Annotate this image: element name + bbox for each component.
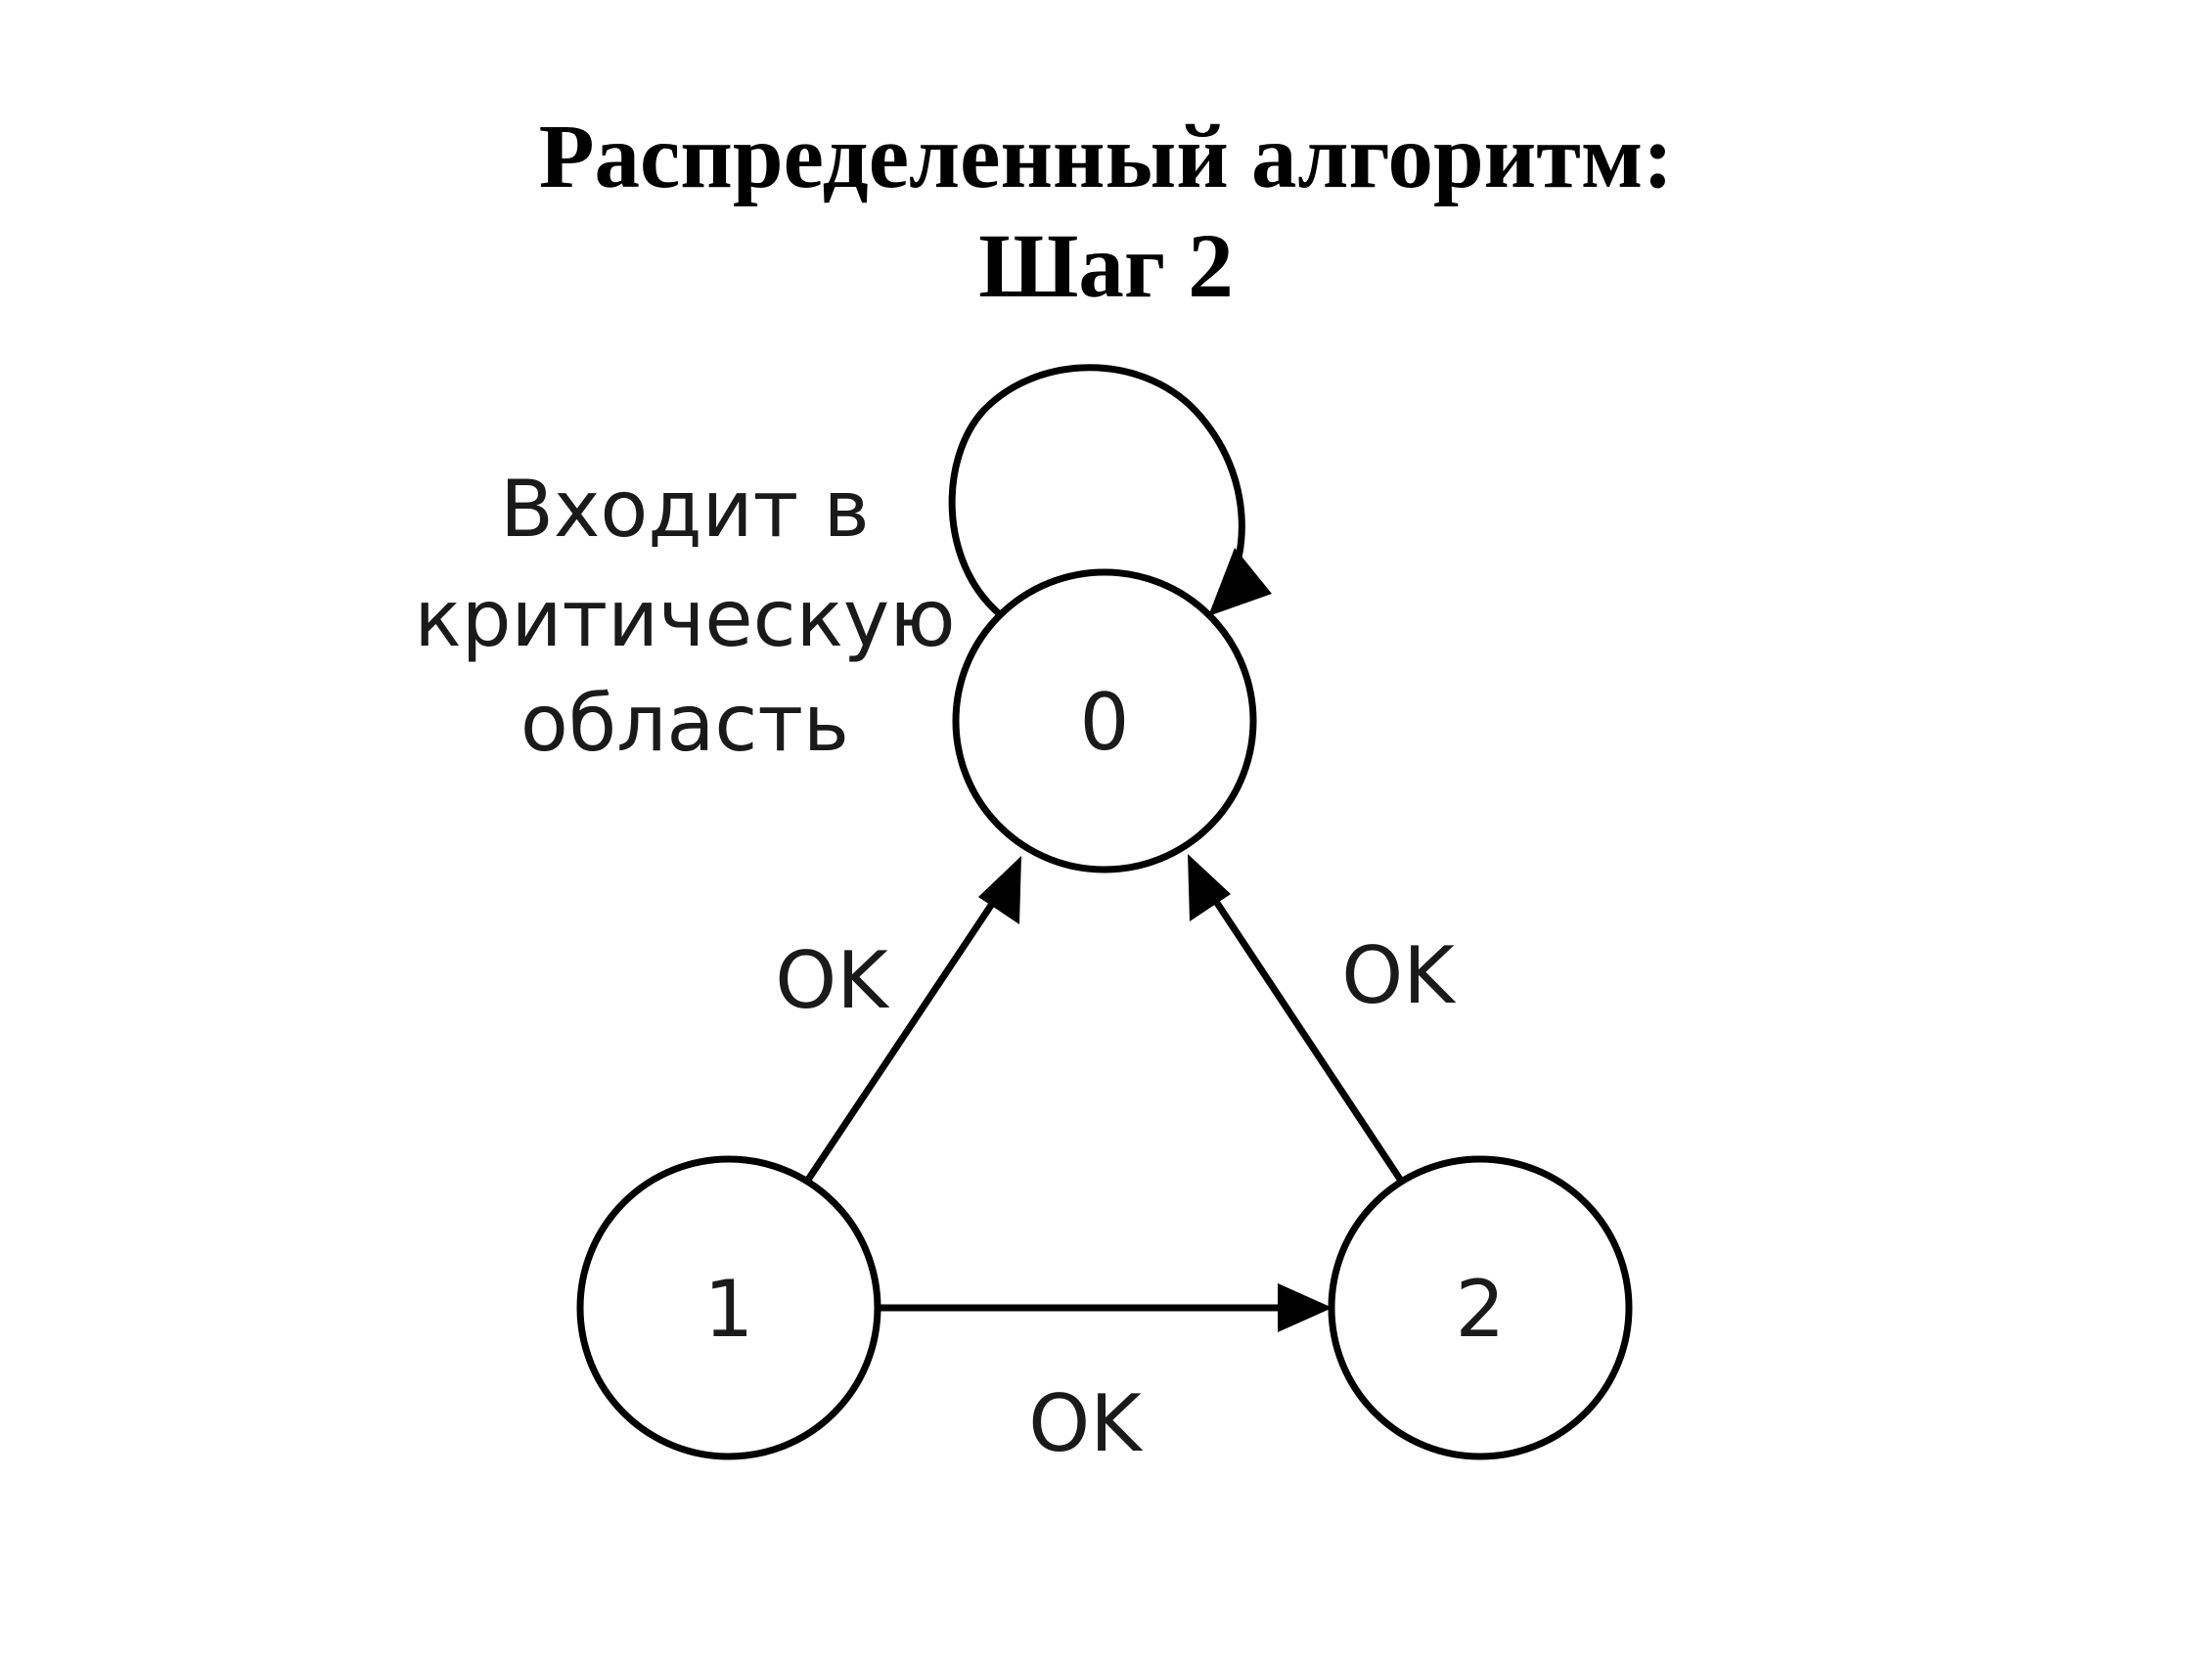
- edge-1-0-line: [805, 887, 1005, 1182]
- node-0: 0: [952, 568, 1257, 873]
- edge-2-0-label: OK: [1341, 930, 1457, 1021]
- node-0-circle: [952, 568, 1257, 873]
- edge-1-2-label: OK: [1028, 1378, 1144, 1469]
- annotation-enters-critical-section: Входит в критическую область: [414, 464, 955, 769]
- annotation-line-1: Входит в: [500, 464, 870, 555]
- slide-title: Распределенный алгоритм: Шаг 2: [0, 103, 2212, 322]
- edge-2-0-arrowhead: [1188, 854, 1231, 921]
- edge-1-0-arrowhead: [978, 856, 1021, 924]
- node-1-label: 1: [704, 1264, 754, 1355]
- node-1: 1: [576, 1155, 881, 1460]
- annotation-line-3: область: [520, 678, 849, 769]
- annotation-line-2: критическую: [414, 573, 955, 664]
- node-2-circle: [1328, 1155, 1633, 1460]
- node-2-label: 2: [1456, 1264, 1506, 1355]
- edge-1-2-arrowhead: [1278, 1283, 1332, 1332]
- node-1-circle: [576, 1155, 881, 1460]
- edge-2-0-line: [1204, 886, 1404, 1183]
- title-line-1: Распределенный алгоритм:: [538, 107, 1674, 207]
- title-line-2: Шаг 2: [978, 216, 1234, 317]
- edge-0-0-arrowhead: [1208, 548, 1272, 616]
- edge-0-0-self-loop: [948, 364, 1245, 617]
- node-0-label: 0: [1080, 677, 1130, 768]
- node-2: 2: [1328, 1155, 1633, 1460]
- edge-1-0-label: OK: [775, 935, 890, 1026]
